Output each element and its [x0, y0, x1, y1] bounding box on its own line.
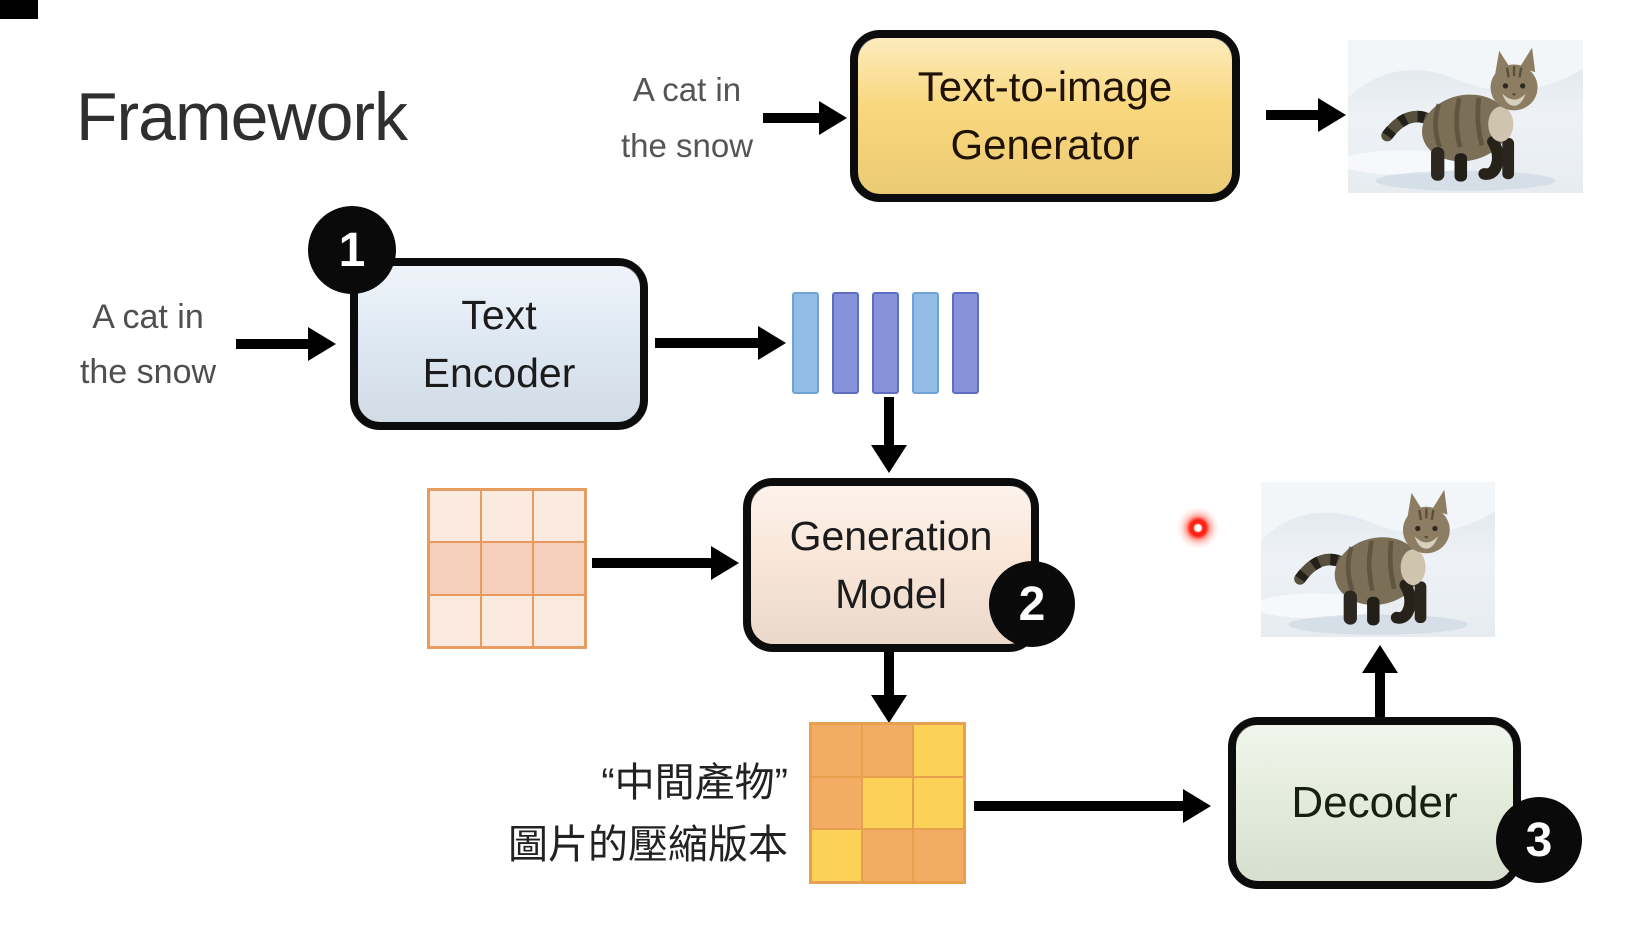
generator-label-line2: Generator: [950, 121, 1140, 168]
generated-cat-image: [1348, 40, 1583, 193]
arrow-noise-to-generation: [592, 546, 739, 580]
noise-grid: [427, 488, 587, 649]
embedding-bar: [952, 292, 979, 394]
grid-cell: [429, 542, 481, 595]
page-title: Framework: [76, 79, 408, 155]
prompt-top-line2: the snow: [620, 127, 754, 164]
arrow-encoder-to-embeddings: [655, 326, 786, 360]
grid-cell: [429, 490, 481, 543]
prompt-top-line1: A cat in: [632, 71, 742, 108]
latent-caption-line2: 圖片的壓縮版本: [508, 823, 788, 867]
decoder-box: Decoder: [1228, 717, 1521, 889]
latent-caption: “中間產物” 圖片的壓縮版本: [428, 752, 788, 876]
grid-cell: [913, 829, 964, 882]
arrow-generation-to-latent: [871, 650, 907, 723]
generation-label-line2: Model: [835, 571, 947, 617]
latent-caption-line1: “中間產物”: [601, 761, 788, 805]
grid-cell: [533, 594, 585, 647]
latent-grid: [809, 722, 966, 884]
grid-cell: [429, 594, 481, 647]
grid-cell: [481, 542, 533, 595]
grid-cell: [862, 829, 913, 882]
arrow-generator-to-image: [1266, 98, 1346, 132]
arrow-latent-to-decoder: [974, 789, 1211, 823]
generation-label-line1: Generation: [789, 513, 993, 559]
encoder-label-line1: Text: [461, 292, 537, 338]
prompt-text-left: A cat in the snow: [58, 290, 238, 400]
grid-cell: [533, 490, 585, 543]
generation-model-box: Generation Model: [743, 478, 1039, 652]
encoder-label-line2: Encoder: [422, 350, 576, 396]
grid-cell: [533, 542, 585, 595]
laser-pointer-dot: [1176, 506, 1220, 550]
grid-cell: [481, 594, 533, 647]
grid-cell: [862, 724, 913, 777]
arrow-prompt-to-generator: [763, 101, 847, 135]
embedding-bar: [912, 292, 939, 394]
text-encoder-box: Text Encoder: [350, 258, 648, 430]
corner-black-mark: [0, 0, 38, 19]
grid-cell: [811, 776, 862, 830]
grid-cell: [811, 724, 862, 777]
text-to-image-generator-box: Text-to-image Generator: [850, 30, 1240, 202]
step-badge-3: 3: [1496, 797, 1582, 883]
embedding-vectors: [792, 292, 980, 394]
generator-label-line1: Text-to-image: [917, 63, 1173, 110]
arrow-decoder-to-image: [1362, 645, 1398, 717]
grid-cell: [913, 776, 964, 830]
embedding-bar: [792, 292, 819, 394]
step-badge-1: 1: [308, 206, 396, 294]
prompt-left-line1: A cat in: [92, 298, 204, 336]
prompt-text-top: A cat in the snow: [597, 62, 777, 174]
decoded-cat-image: [1261, 482, 1495, 637]
embedding-bar: [872, 292, 899, 394]
grid-cell: [481, 490, 533, 543]
step-badge-2: 2: [989, 561, 1075, 647]
grid-cell: [862, 776, 913, 830]
embedding-bar: [832, 292, 859, 394]
arrow-embeddings-to-generation: [871, 397, 907, 473]
grid-cell: [913, 724, 964, 777]
decoder-label: Decoder: [1291, 778, 1458, 827]
arrow-prompt-to-encoder: [236, 327, 336, 361]
prompt-left-line2: the snow: [79, 353, 217, 391]
grid-cell: [811, 829, 862, 882]
